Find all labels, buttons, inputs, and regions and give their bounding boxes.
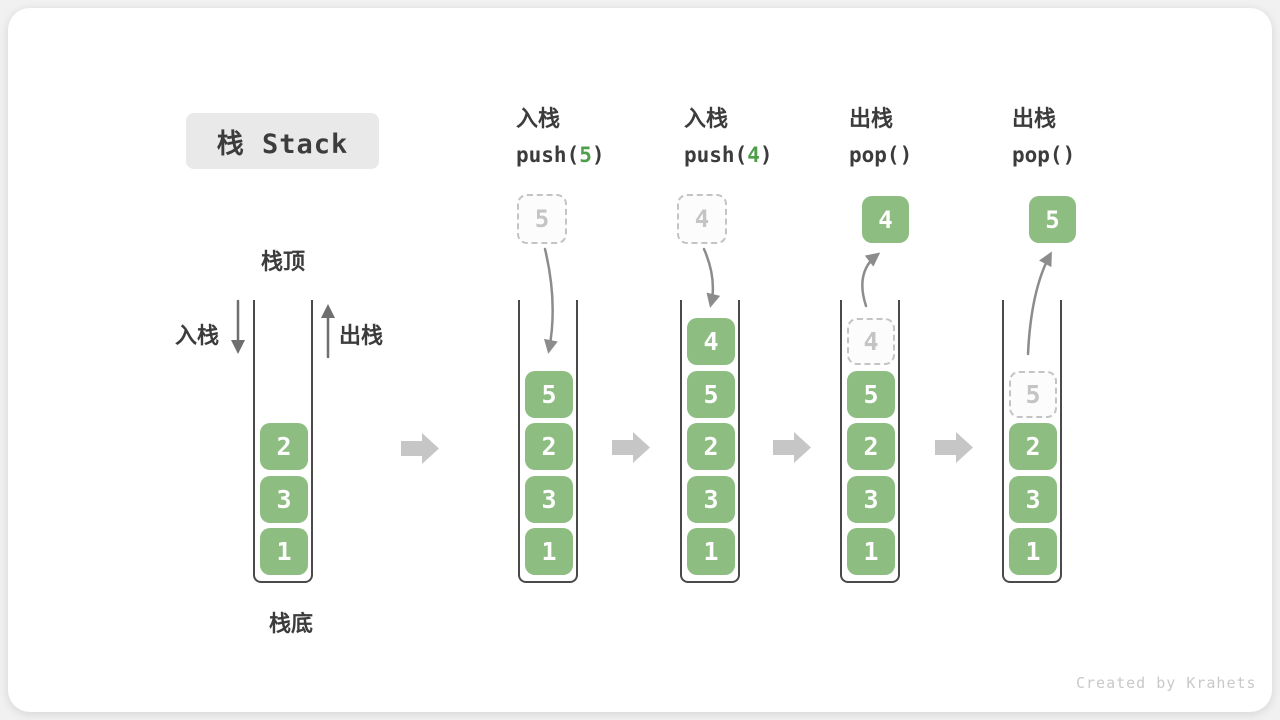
step1-op-code: push(5) bbox=[516, 141, 686, 169]
step1-op-label: 入栈 bbox=[516, 107, 561, 132]
stack-cell: 3 bbox=[687, 476, 735, 523]
stack-cell: 3 bbox=[1009, 476, 1057, 523]
stack-after-push5: 5 2 3 1 bbox=[518, 300, 578, 583]
popped-value-box-4: 4 bbox=[862, 196, 909, 243]
stack-cell: 2 bbox=[525, 423, 573, 470]
stack-cell: 5 bbox=[687, 371, 735, 418]
step3-header: 出栈 pop() bbox=[849, 105, 1019, 169]
stack-cell: 3 bbox=[525, 476, 573, 523]
step2-code-post: ) bbox=[759, 143, 773, 167]
step1-code-arg: 5 bbox=[579, 143, 592, 167]
step3-code-pre: pop( bbox=[849, 143, 900, 167]
push-side-label: 入栈 bbox=[174, 324, 219, 349]
step2-header: 入栈 push(4) bbox=[684, 105, 854, 169]
step4-op-label: 出栈 bbox=[1012, 107, 1057, 132]
popped-value-box-5: 5 bbox=[1029, 196, 1076, 243]
step2-code-pre: push( bbox=[684, 143, 748, 167]
stack-cell: 1 bbox=[260, 528, 308, 575]
stack-cell: 2 bbox=[847, 423, 895, 470]
pop-side-label: 出栈 bbox=[338, 324, 383, 349]
stack-cell: 5 bbox=[525, 371, 573, 418]
stack-cell: 1 bbox=[847, 528, 895, 575]
stack-cell: 1 bbox=[687, 528, 735, 575]
stack-ghost-cell: 5 bbox=[1009, 371, 1057, 418]
stack-cell: 1 bbox=[525, 528, 573, 575]
step2-code-arg: 4 bbox=[747, 143, 760, 167]
stack-bottom-label: 栈底 bbox=[268, 612, 313, 637]
watermark-credit: Created by Krahets bbox=[1076, 674, 1257, 692]
stack-cell: 2 bbox=[687, 423, 735, 470]
step1-code-pre: push( bbox=[516, 143, 580, 167]
step4-op-code: pop() bbox=[1012, 141, 1182, 169]
stack-cell: 3 bbox=[847, 476, 895, 523]
stack-cell: 5 bbox=[847, 371, 895, 418]
step2-op-code: push(4) bbox=[684, 141, 854, 169]
stack-after-push4: 4 5 2 3 1 bbox=[680, 300, 740, 583]
incoming-value-box-4: 4 bbox=[677, 194, 727, 244]
step3-op-label: 出栈 bbox=[849, 107, 894, 132]
title-badge: 栈 Stack bbox=[186, 113, 379, 169]
step4-header: 出栈 pop() bbox=[1012, 105, 1182, 169]
stack-cell: 4 bbox=[687, 318, 735, 365]
stack-ghost-cell: 4 bbox=[847, 318, 895, 365]
stack-after-pop5: 5 2 3 1 bbox=[1002, 300, 1062, 583]
incoming-value-box-5: 5 bbox=[517, 194, 567, 244]
step3-op-code: pop() bbox=[849, 141, 1019, 169]
step1-header: 入栈 push(5) bbox=[516, 105, 686, 169]
step1-code-post: ) bbox=[591, 143, 605, 167]
stack-cell: 2 bbox=[1009, 423, 1057, 470]
step2-op-label: 入栈 bbox=[684, 107, 729, 132]
stack-top-label: 栈顶 bbox=[260, 250, 305, 275]
stack-initial: 2 3 1 bbox=[253, 300, 313, 583]
step3-code-post: ) bbox=[899, 143, 913, 167]
stack-cell: 2 bbox=[260, 423, 308, 470]
step4-code-pre: pop( bbox=[1012, 143, 1063, 167]
step4-code-post: ) bbox=[1062, 143, 1076, 167]
stack-cell: 3 bbox=[260, 476, 308, 523]
stack-cell: 1 bbox=[1009, 528, 1057, 575]
stack-after-pop4: 4 5 2 3 1 bbox=[840, 300, 900, 583]
